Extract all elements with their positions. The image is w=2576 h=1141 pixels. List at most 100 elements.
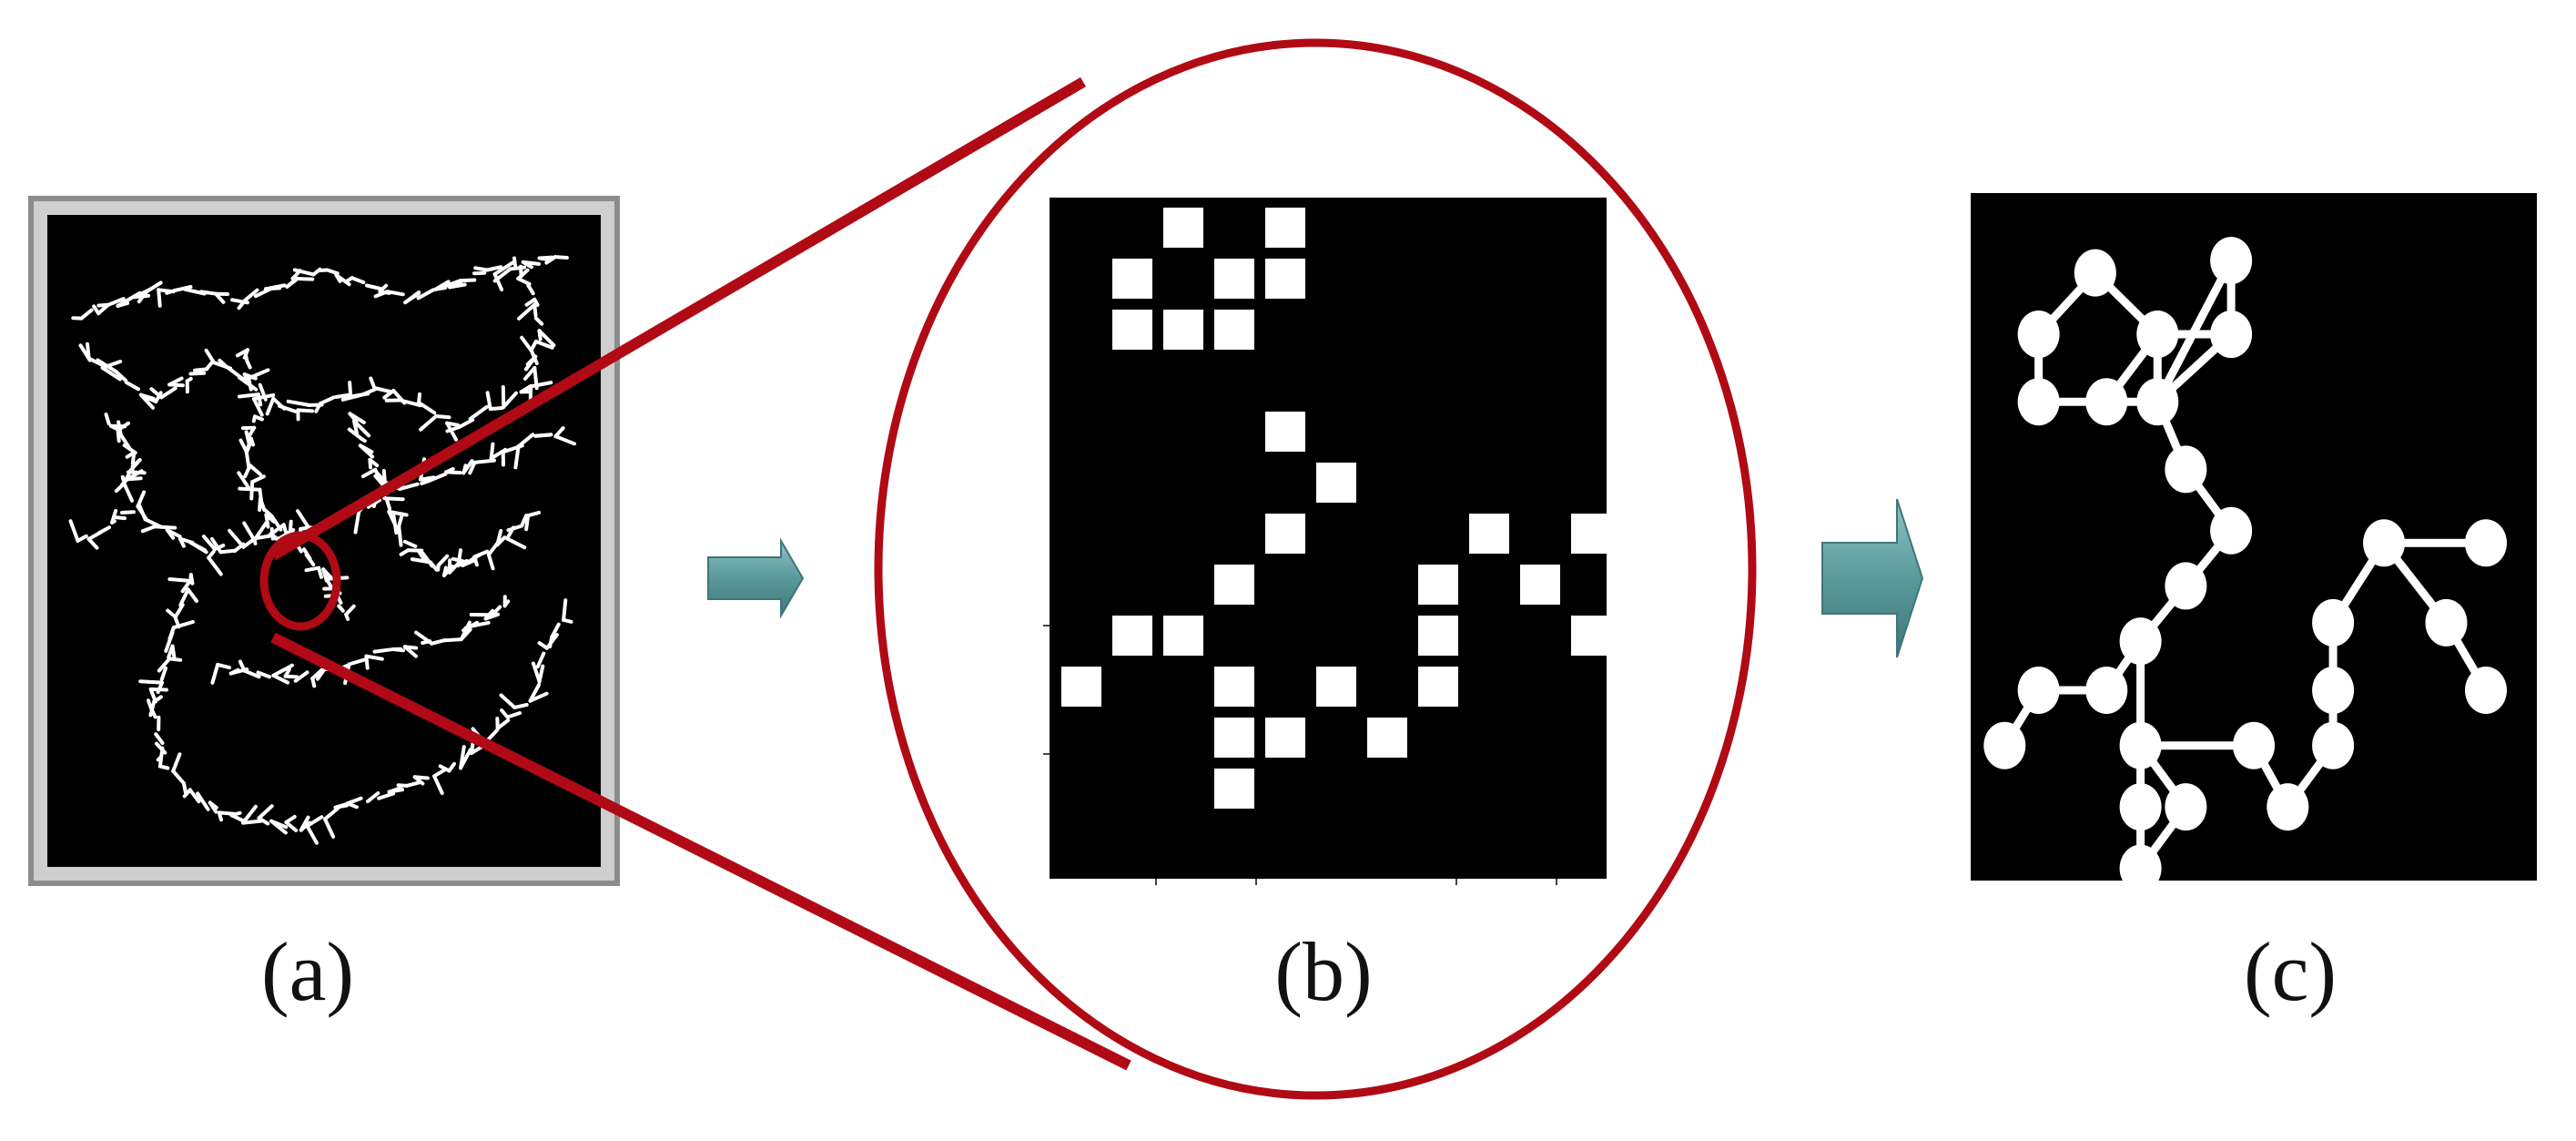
skeleton-segment-431 bbox=[532, 366, 539, 391]
skeleton-segment-243 bbox=[182, 788, 192, 799]
pixel-22 bbox=[1316, 667, 1356, 707]
skeleton-segment-366 bbox=[358, 443, 375, 459]
skeleton-segment-114 bbox=[434, 414, 451, 420]
skeleton-segment-457 bbox=[402, 645, 418, 658]
skeleton-segment-395 bbox=[456, 548, 462, 567]
skeleton-segment-414 bbox=[516, 277, 532, 286]
zoom-region-circle bbox=[259, 531, 341, 631]
skeleton-segment-151 bbox=[207, 555, 223, 576]
pixel-19 bbox=[1571, 616, 1611, 656]
skeleton-segment-223 bbox=[159, 666, 167, 682]
panel-a bbox=[28, 196, 620, 886]
skeleton-segment-439 bbox=[271, 673, 290, 685]
skeleton-segment-300 bbox=[550, 622, 561, 639]
skeleton-segment-294 bbox=[528, 691, 549, 703]
pixel-13 bbox=[1214, 565, 1254, 605]
pixel-9 bbox=[1316, 463, 1356, 503]
skeleton-segment-62 bbox=[537, 256, 550, 261]
skeleton-segment-195 bbox=[472, 458, 496, 464]
skeleton-segment-87 bbox=[204, 348, 216, 365]
skeleton-segment-220 bbox=[170, 644, 177, 662]
skeleton-segment-455 bbox=[391, 647, 405, 653]
skeleton-segment-158 bbox=[228, 528, 246, 549]
skeleton-segment-160 bbox=[242, 521, 257, 543]
skeleton-segment-72 bbox=[124, 380, 140, 392]
skeleton-segment-101 bbox=[334, 392, 352, 399]
skeleton-segment-121 bbox=[488, 406, 504, 412]
skeleton-segment-266 bbox=[333, 803, 349, 810]
skeleton-segment-493 bbox=[122, 482, 134, 503]
skeleton-segment-340 bbox=[266, 523, 286, 538]
graph-node-14 bbox=[2312, 598, 2355, 647]
skeleton-segment-451 bbox=[364, 654, 384, 661]
skeleton-segment-452 bbox=[364, 654, 370, 670]
skeleton-segment-444 bbox=[310, 667, 324, 680]
arrow-b-to-c bbox=[1821, 498, 1924, 658]
magnification-ellipse bbox=[874, 38, 1757, 1100]
skeleton-segment-0 bbox=[79, 308, 94, 321]
skeleton-segment-202 bbox=[513, 444, 521, 470]
skeleton-segment-362 bbox=[352, 419, 371, 438]
skeleton-segment-123 bbox=[502, 391, 518, 409]
graph-node-4 bbox=[2210, 311, 2253, 359]
skeleton-segment-409 bbox=[520, 514, 529, 526]
skeleton-segment-447 bbox=[315, 667, 327, 681]
pixel-7 bbox=[1214, 310, 1254, 350]
skeleton-segment-379 bbox=[397, 524, 403, 547]
skeleton-segment-410 bbox=[526, 510, 542, 518]
skeleton-segment-387 bbox=[410, 557, 432, 565]
skeleton-segment-252 bbox=[241, 804, 258, 825]
panel-c bbox=[1971, 193, 2537, 892]
panel-b-image bbox=[1050, 198, 1607, 879]
skeleton-segment-204 bbox=[533, 433, 552, 438]
skeleton-segment-185 bbox=[398, 482, 420, 491]
skeleton-segment-222 bbox=[167, 657, 183, 662]
skeleton-segment-178 bbox=[353, 510, 361, 535]
skeleton-segment-238 bbox=[171, 769, 186, 786]
skeleton-segment-98 bbox=[286, 399, 311, 407]
skeleton-segment-258 bbox=[284, 814, 297, 824]
skeleton-segment-118 bbox=[457, 418, 475, 429]
pixel-6 bbox=[1163, 310, 1203, 350]
skeleton-segment-105 bbox=[340, 392, 364, 402]
skeleton-segment-389 bbox=[436, 554, 450, 567]
skeleton-segment-442 bbox=[283, 667, 291, 678]
skeleton-segment-373 bbox=[373, 474, 385, 487]
skeleton-segment-278 bbox=[432, 774, 444, 795]
skeleton-segment-415 bbox=[516, 268, 530, 280]
skeleton-segment-211 bbox=[178, 587, 190, 607]
skeleton-segment-149 bbox=[188, 540, 208, 553]
skeleton-segment-53 bbox=[485, 265, 503, 272]
graph-node-26 bbox=[2267, 783, 2309, 831]
skeleton-segment-403 bbox=[486, 553, 495, 571]
skeleton-segment-41 bbox=[385, 290, 405, 297]
pixel-3 bbox=[1214, 259, 1254, 299]
skeleton-segment-326 bbox=[243, 464, 252, 479]
skeleton-segment-113 bbox=[417, 392, 421, 405]
skeleton-segment-141 bbox=[137, 503, 147, 522]
skeleton-segment-293 bbox=[528, 682, 542, 703]
skeleton-segment-27 bbox=[285, 278, 298, 289]
skeleton-segment-187 bbox=[419, 475, 436, 482]
graph-node-18 bbox=[2312, 667, 2355, 715]
skeleton-segment-119 bbox=[445, 424, 461, 433]
graph-node-23 bbox=[2312, 721, 2355, 769]
skeleton-segment-407 bbox=[505, 536, 527, 550]
skeleton-segment-461 bbox=[442, 637, 463, 643]
skeleton-segment-63 bbox=[553, 255, 569, 260]
skeleton-segment-473 bbox=[104, 413, 111, 426]
pixel-24 bbox=[1214, 718, 1254, 758]
skeleton-segment-142 bbox=[152, 525, 177, 530]
skeleton-segment-68 bbox=[100, 365, 122, 382]
skeleton-segment-310 bbox=[247, 376, 253, 392]
skeleton-segment-217 bbox=[171, 620, 195, 630]
skeleton-segment-155 bbox=[210, 536, 223, 555]
skeleton-segment-280 bbox=[438, 764, 451, 773]
skeleton-segment-70 bbox=[114, 369, 127, 382]
skeleton-segment-93 bbox=[265, 396, 276, 416]
pixel-1 bbox=[1265, 208, 1305, 248]
graph-node-12 bbox=[2465, 519, 2508, 567]
skeleton-segment-440 bbox=[271, 663, 294, 677]
skeleton-segment-10 bbox=[144, 280, 163, 294]
